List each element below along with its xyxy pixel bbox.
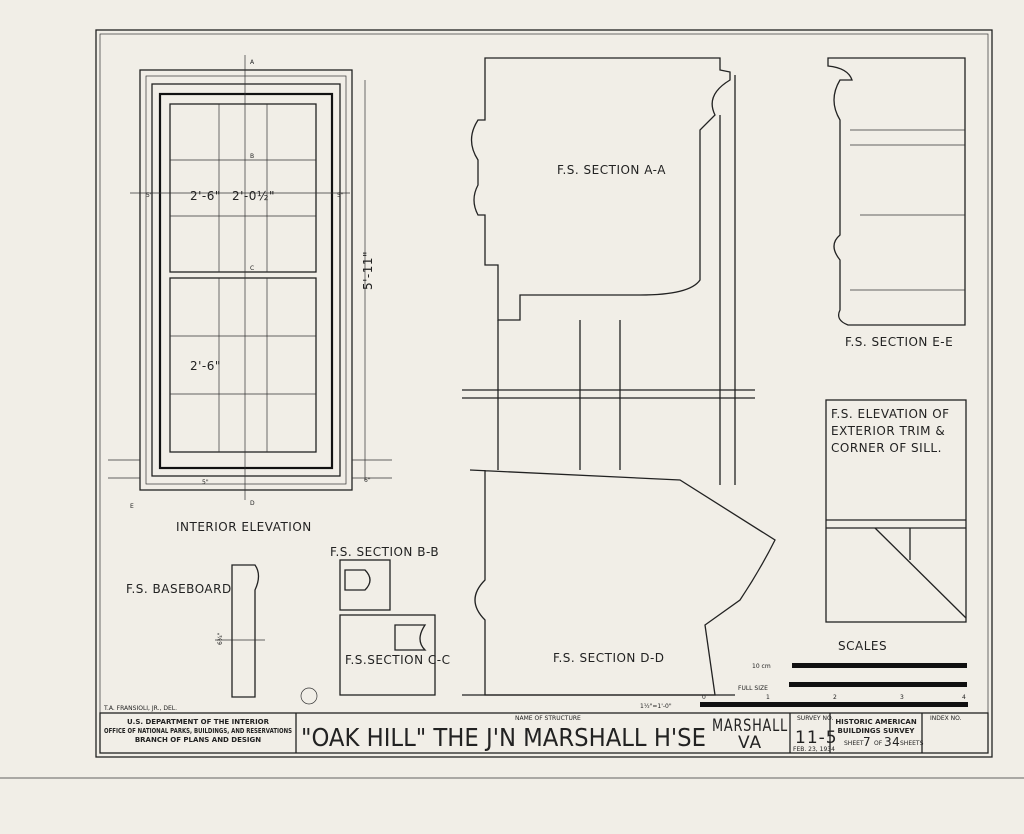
section-mark-e: E: [130, 503, 134, 510]
label-ext-elev-2: EXTERIOR TRIM &: [831, 424, 945, 438]
dim-baseboard: 6¾": [217, 632, 224, 645]
delineator: T.A. FRANSIOLI, JR., DEL.: [103, 705, 177, 712]
label-section-bb: F.S. SECTION B-B: [330, 545, 439, 559]
location-line-1: MARSHALL: [712, 716, 788, 736]
habs-line-2: BUILDINGS SURVEY: [838, 727, 916, 735]
sheet-number: 7: [863, 735, 871, 749]
dim-bottom: 5": [202, 479, 209, 486]
label-ext-elev-1: F.S. ELEVATION OF: [831, 407, 950, 421]
dim-width: 2'-0½": [232, 189, 275, 203]
scale-half-label: 1½"=1'-0": [640, 703, 672, 710]
of-label: OF: [874, 740, 883, 747]
scale-half-bar: [700, 702, 968, 707]
sections-bb-cc: [339, 559, 436, 696]
sheet-total: 34: [884, 735, 900, 749]
label-baseboard: F.S. BASEBOARD: [126, 582, 232, 596]
dim-sill: 6": [364, 477, 371, 484]
label-ext-elev-3: CORNER OF SILL.: [831, 441, 942, 455]
sheets-label: SHEETS: [900, 740, 924, 747]
section-ee-profile: [827, 57, 966, 326]
dim-upper-sash: 2'-6": [190, 189, 221, 203]
index-label: INDEX NO.: [930, 715, 962, 722]
title-block: U.S. DEPARTMENT OF THE INTERIOR OFFICE O…: [99, 712, 989, 754]
agency-line-2: OFFICE OF NATIONAL PARKS, BUILDINGS, AND…: [104, 727, 292, 735]
dim-lower-sash: 2'-6": [190, 359, 221, 373]
label-section-ee: F.S. SECTION E-E: [845, 335, 953, 349]
dim-side-left: 5": [146, 192, 153, 199]
scale-tick: 0: [702, 694, 706, 701]
label-interior-elevation: INTERIOR ELEVATION: [176, 520, 312, 534]
section-mark-c: C: [250, 265, 254, 272]
survey-number: 11-5: [795, 728, 838, 748]
seal-stamp: [300, 687, 318, 705]
agency-line-1: U.S. DEPARTMENT OF THE INTERIOR: [127, 718, 270, 726]
label-section-cc: F.S.SECTION C-C: [345, 653, 451, 667]
scales: SCALES 10 cm FULL SIZE 1½"=1'-0" 0 1 2 3…: [640, 639, 968, 710]
location-line-2: VA: [738, 733, 762, 753]
scale-tick: 1: [766, 694, 770, 701]
survey-date: FEB. 23, 1934: [793, 746, 835, 753]
scales-heading: SCALES: [838, 639, 887, 653]
structure-name: "OAK HILL" THE J'N MARSHALL H'SE: [301, 723, 706, 752]
scale-full-size-bar: [789, 682, 967, 687]
sheet-label: SHEET: [844, 740, 864, 747]
baseboard-profile: [231, 564, 260, 698]
section-mark-a: A: [250, 59, 255, 66]
agency-line-3: BRANCH OF PLANS AND DESIGN: [135, 736, 261, 744]
survey-label: SURVEY NO.: [797, 715, 833, 722]
name-of-structure-label: NAME OF STRUCTURE: [515, 715, 581, 722]
exterior-trim-elevation: [825, 399, 967, 623]
scale-tick: 4: [962, 694, 966, 701]
dim-side-right: 5": [337, 192, 344, 199]
habs-line-1: HISTORIC AMERICAN: [835, 718, 917, 726]
scale-tick: 2: [833, 694, 837, 701]
scale-tick: 3: [900, 694, 904, 701]
section-mark-d: D: [250, 500, 255, 507]
scale-10cm-bar: [792, 663, 967, 668]
dim-height: 5'-11": [361, 251, 375, 290]
scale-10cm-label: 10 cm: [752, 663, 771, 670]
section-mark-b: B: [250, 153, 254, 160]
interior-elevation-window: 2'-6" 2'-0½" 2'-6" 5'-11" 5" 5" 5" 6" A …: [108, 55, 392, 510]
label-section-aa: F.S. SECTION A-A: [557, 163, 666, 177]
section-aa-dd-profile: [462, 57, 776, 696]
label-section-dd: F.S. SECTION D-D: [553, 651, 665, 665]
scale-full-size-label: FULL SIZE: [738, 685, 768, 692]
sheet-border: [95, 29, 993, 758]
